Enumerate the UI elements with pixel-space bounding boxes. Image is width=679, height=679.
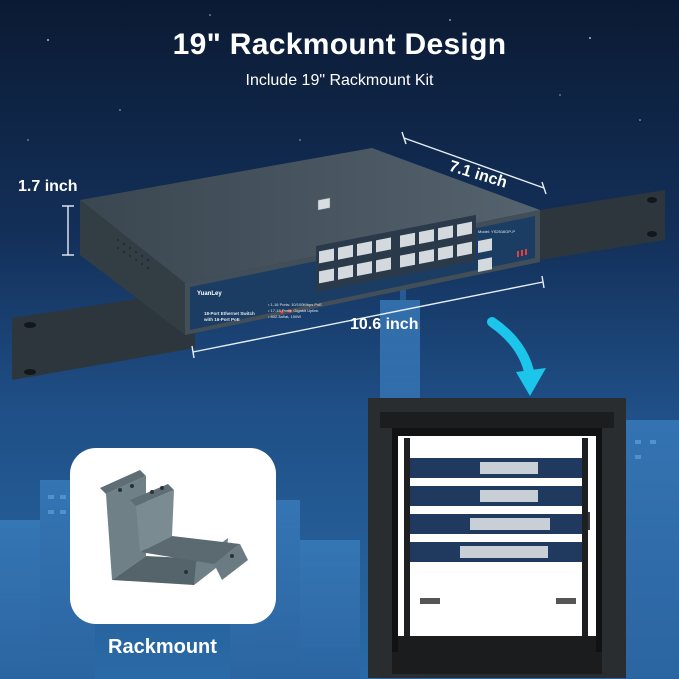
mounted-switch-4 <box>410 542 582 562</box>
rackmount-bracket <box>70 448 276 624</box>
status-leds <box>280 249 527 314</box>
stars <box>27 14 641 141</box>
spec-line-3: • 802.3af/at, 150W <box>268 314 301 319</box>
width-dimension-label: 10.6 inch <box>350 316 419 333</box>
brand-label: YuanLey <box>197 291 222 297</box>
port-block <box>316 214 476 292</box>
spec-line-1: • 1-16 Ports: 10/100Mbps PoE <box>268 302 322 307</box>
description-line-2: with 16-Port PoE <box>204 317 240 322</box>
page-title: 19" Rackmount Design <box>172 28 507 61</box>
rack-ear-right <box>540 190 665 260</box>
mounted-switch-1 <box>410 458 582 478</box>
uplink-ports <box>478 238 492 272</box>
description-line-1: 18-Port Ethernet Switch <box>204 311 255 316</box>
spec-line-2: • 17-18 Ports: Gigabit Uplink <box>268 308 319 313</box>
mounted-switch-3 <box>410 514 582 534</box>
ethernet-ports <box>317 197 331 211</box>
height-dimension-label: 1.7 inch <box>18 178 78 195</box>
server-cabinet <box>368 398 626 678</box>
rackmount-kit-label: Rackmount <box>108 636 217 658</box>
page-subtitle: Include 19" Rackmount Kit <box>245 72 434 89</box>
model-label: Model: YS2516GP-P <box>478 229 516 234</box>
dimension-lines <box>62 131 547 359</box>
rack-ear-left <box>12 290 195 380</box>
arrow-icon <box>487 317 546 396</box>
mounted-switch-2 <box>410 486 582 506</box>
